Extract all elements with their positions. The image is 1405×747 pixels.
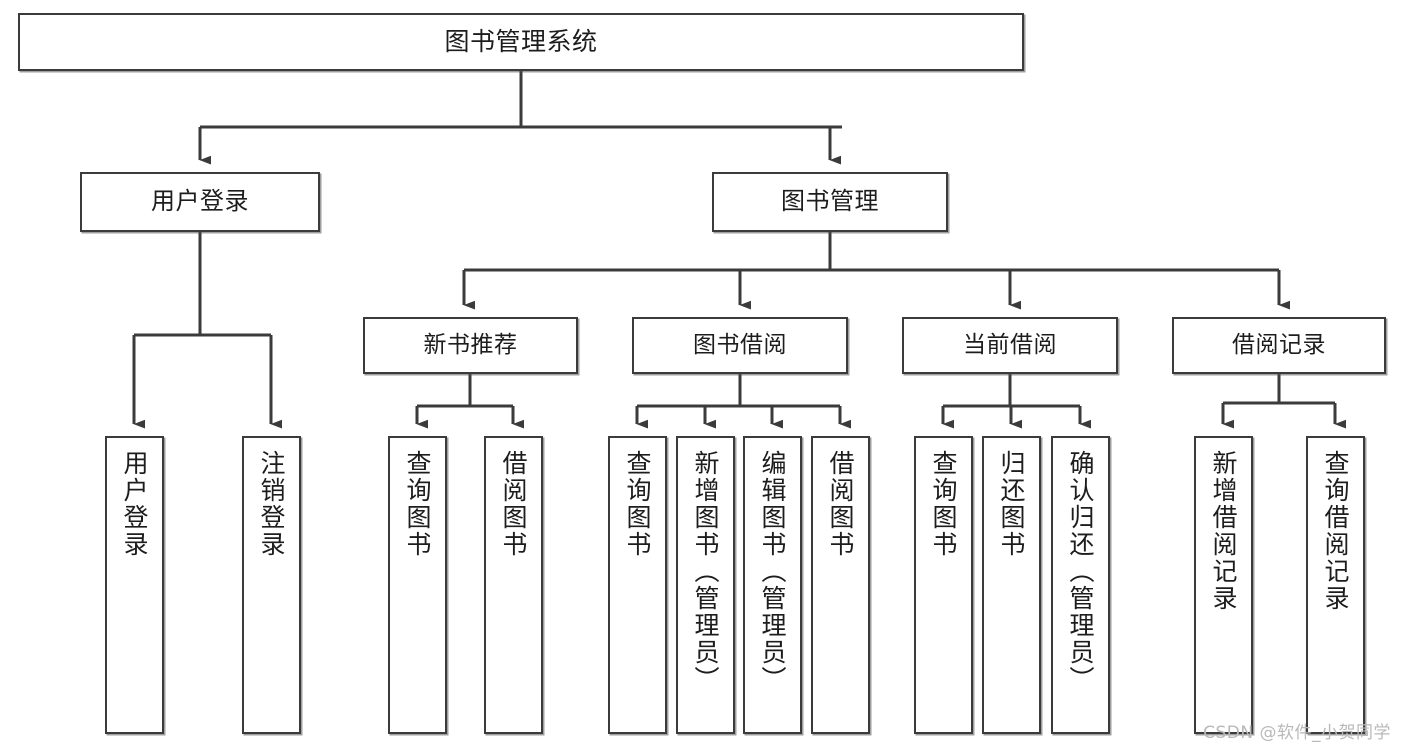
leaf-record-add-record[interactable]: 新增借阅记录 bbox=[1194, 436, 1253, 734]
leaf-current-query-book[interactable]: 查询图书 bbox=[914, 436, 973, 734]
leaf-current-return-book[interactable]: 归还图书 bbox=[982, 436, 1041, 734]
node-current-borrow[interactable]: 当前借阅 bbox=[902, 317, 1118, 374]
leaf-recommend-borrow-book[interactable]: 借阅图书 bbox=[484, 436, 543, 734]
leaf-logout[interactable]: 注销登录 bbox=[242, 436, 301, 734]
node-user-login-label: 用户登录 bbox=[151, 187, 249, 216]
leaf-borrow-query-book[interactable]: 查询图书 bbox=[608, 436, 667, 734]
leaf-record-query-record[interactable]: 查询借阅记录 bbox=[1306, 436, 1365, 734]
leaf-current-confirm-return-label: 确认归还（管理员） bbox=[1066, 450, 1095, 693]
leaf-borrow-borrow-book-label: 借阅图书 bbox=[826, 450, 855, 558]
node-borrow-record-label: 借阅记录 bbox=[1232, 332, 1326, 359]
leaf-recommend-borrow-book-label: 借阅图书 bbox=[499, 450, 528, 558]
leaf-borrow-query-book-label: 查询图书 bbox=[623, 450, 652, 558]
node-book-manage-label: 图书管理 bbox=[781, 187, 879, 216]
leaf-logout-label: 注销登录 bbox=[257, 450, 286, 558]
node-book-borrow[interactable]: 图书借阅 bbox=[632, 317, 848, 374]
node-book-manage[interactable]: 图书管理 bbox=[712, 172, 948, 232]
node-book-borrow-label: 图书借阅 bbox=[693, 332, 787, 359]
node-root-system[interactable]: 图书管理系统 bbox=[18, 13, 1024, 71]
leaf-current-query-book-label: 查询图书 bbox=[929, 450, 958, 558]
node-user-login[interactable]: 用户登录 bbox=[80, 172, 320, 232]
leaf-recommend-query-book[interactable]: 查询图书 bbox=[388, 436, 447, 734]
leaf-borrow-edit-book-label: 编辑图书（管理员） bbox=[758, 450, 787, 693]
leaf-record-add-record-label: 新增借阅记录 bbox=[1209, 450, 1238, 612]
node-new-book-recommend-label: 新书推荐 bbox=[423, 332, 518, 359]
node-borrow-record[interactable]: 借阅记录 bbox=[1172, 317, 1386, 374]
node-new-book-recommend[interactable]: 新书推荐 bbox=[363, 317, 578, 374]
node-root-label: 图书管理系统 bbox=[444, 26, 598, 56]
leaf-current-return-book-label: 归还图书 bbox=[997, 450, 1026, 558]
watermark-text: CSDN @软件_小贺同学 bbox=[1203, 723, 1391, 743]
leaf-user-login-label: 用户登录 bbox=[120, 450, 149, 558]
leaf-borrow-borrow-book[interactable]: 借阅图书 bbox=[811, 436, 870, 734]
leaf-borrow-edit-book[interactable]: 编辑图书（管理员） bbox=[743, 436, 802, 734]
node-current-borrow-label: 当前借阅 bbox=[963, 332, 1057, 359]
leaf-borrow-add-book-label: 新增图书（管理员） bbox=[691, 450, 720, 693]
leaf-record-query-record-label: 查询借阅记录 bbox=[1321, 450, 1350, 612]
leaf-user-login[interactable]: 用户登录 bbox=[105, 436, 164, 734]
leaf-borrow-add-book[interactable]: 新增图书（管理员） bbox=[676, 436, 735, 734]
leaf-current-confirm-return[interactable]: 确认归还（管理员） bbox=[1051, 436, 1110, 734]
leaf-recommend-query-book-label: 查询图书 bbox=[403, 450, 432, 558]
